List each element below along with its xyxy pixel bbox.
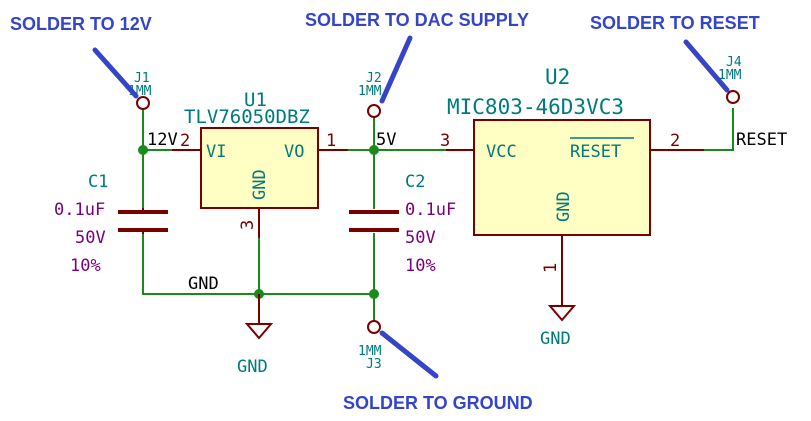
gnd-symbol-left: GND <box>237 294 274 377</box>
u1-pin-vi-label: VI <box>206 142 226 162</box>
junctions <box>138 145 379 299</box>
u2-pin-reset-label: RESET <box>570 142 621 162</box>
c2-capacitor[interactable]: C2 0.1uF 50V 10% <box>349 172 456 276</box>
ground-icon <box>244 323 274 340</box>
u2-pin-vcc-label: VCC <box>486 142 517 162</box>
j4-test-point[interactable]: J4 1MM <box>718 55 742 104</box>
j2-test-point[interactable]: J2 1MM <box>358 71 382 118</box>
u1-pin3-number: 3 <box>238 220 258 230</box>
c1-capacitor[interactable]: C1 0.1uF 50V 10% <box>54 172 168 276</box>
u2-body <box>473 119 651 236</box>
arrow-to-j2 <box>379 35 413 104</box>
annotation-solder-dac: SOLDER TO DAC SUPPLY <box>305 10 529 30</box>
j2-pad[interactable] <box>367 104 381 118</box>
u2-pin3-number: 3 <box>440 131 450 151</box>
u1-value: TLV76050DBZ <box>184 106 310 128</box>
c2-value: 0.1uF <box>405 200 456 220</box>
wires <box>142 108 734 321</box>
junction-gnd-c2 <box>369 289 379 299</box>
net-label-12v: 12V <box>147 130 178 150</box>
wire-gnd-bottom <box>142 233 375 295</box>
net-label-reset: RESET <box>736 130 787 150</box>
arrow-to-j4 <box>683 39 730 93</box>
j1-pad[interactable] <box>136 96 150 110</box>
arrow-to-j1 <box>92 47 139 99</box>
j4-ref: J4 <box>726 55 742 70</box>
j4-value: 1MM <box>718 68 742 83</box>
u1-pin-vo-label: VO <box>284 142 304 162</box>
u1-pin2-number: 2 <box>180 131 190 151</box>
j2-value: 1MM <box>358 84 382 99</box>
j4-pad[interactable] <box>726 90 740 104</box>
annotation-solder-reset: SOLDER TO RESET <box>590 13 760 33</box>
j3-value: 1MM <box>358 344 382 359</box>
j3-pad[interactable] <box>367 320 381 334</box>
gnd-symbol-right: GND <box>540 305 577 349</box>
u1-ref: U1 <box>244 89 267 111</box>
u2-pin1-number: 1 <box>541 263 561 273</box>
u2-value: MIC803-46D3VC3 <box>447 95 624 119</box>
annotation-solder-12v: SOLDER TO 12V <box>10 14 152 34</box>
j2-ref: J2 <box>366 71 382 86</box>
ground-icon <box>547 305 577 322</box>
net-label-5v: 5V <box>376 130 396 150</box>
junction-5v <box>369 145 379 155</box>
c2-voltage: 50V <box>405 228 436 248</box>
c1-voltage: 50V <box>75 228 106 248</box>
arrow-to-j3 <box>379 330 439 379</box>
u1-pin1-number: 1 <box>326 131 336 151</box>
j3-test-point[interactable]: 1MM J3 <box>358 320 382 372</box>
u2-pin-gnd-label: GND <box>554 191 574 222</box>
u1-regulator[interactable]: U1 TLV76050DBZ VI VO GND 2 1 3 <box>172 89 348 238</box>
j3-ref: J3 <box>366 357 382 372</box>
u1-pin-gnd-label: GND <box>250 169 270 200</box>
c2-tolerance: 10% <box>405 256 436 276</box>
junction-12v <box>138 145 148 155</box>
u2-pin2-number: 2 <box>670 131 680 151</box>
u1-body <box>200 127 319 209</box>
u2-ref: U2 <box>545 65 570 89</box>
annotation-solder-ground: SOLDER TO GROUND <box>343 393 533 413</box>
j1-test-point[interactable]: J1 1MM <box>128 71 152 110</box>
c1-value: 0.1uF <box>54 200 105 220</box>
c1-ref: C1 <box>88 172 108 192</box>
c1-tolerance: 10% <box>70 256 101 276</box>
net-label-gnd: GND <box>188 274 219 294</box>
j1-ref: J1 <box>134 71 150 86</box>
c2-ref: C2 <box>405 172 425 192</box>
annotations: SOLDER TO 12V SOLDER TO DAC SUPPLY SOLDE… <box>10 10 760 413</box>
gnd-symbol-right-label: GND <box>540 329 571 349</box>
gnd-symbol-left-label: GND <box>237 357 268 377</box>
wire-reset-net <box>703 108 734 151</box>
u2-supervisor[interactable]: U2 MIC803-46D3VC3 VCC RESET GND 3 2 1 <box>440 65 704 306</box>
